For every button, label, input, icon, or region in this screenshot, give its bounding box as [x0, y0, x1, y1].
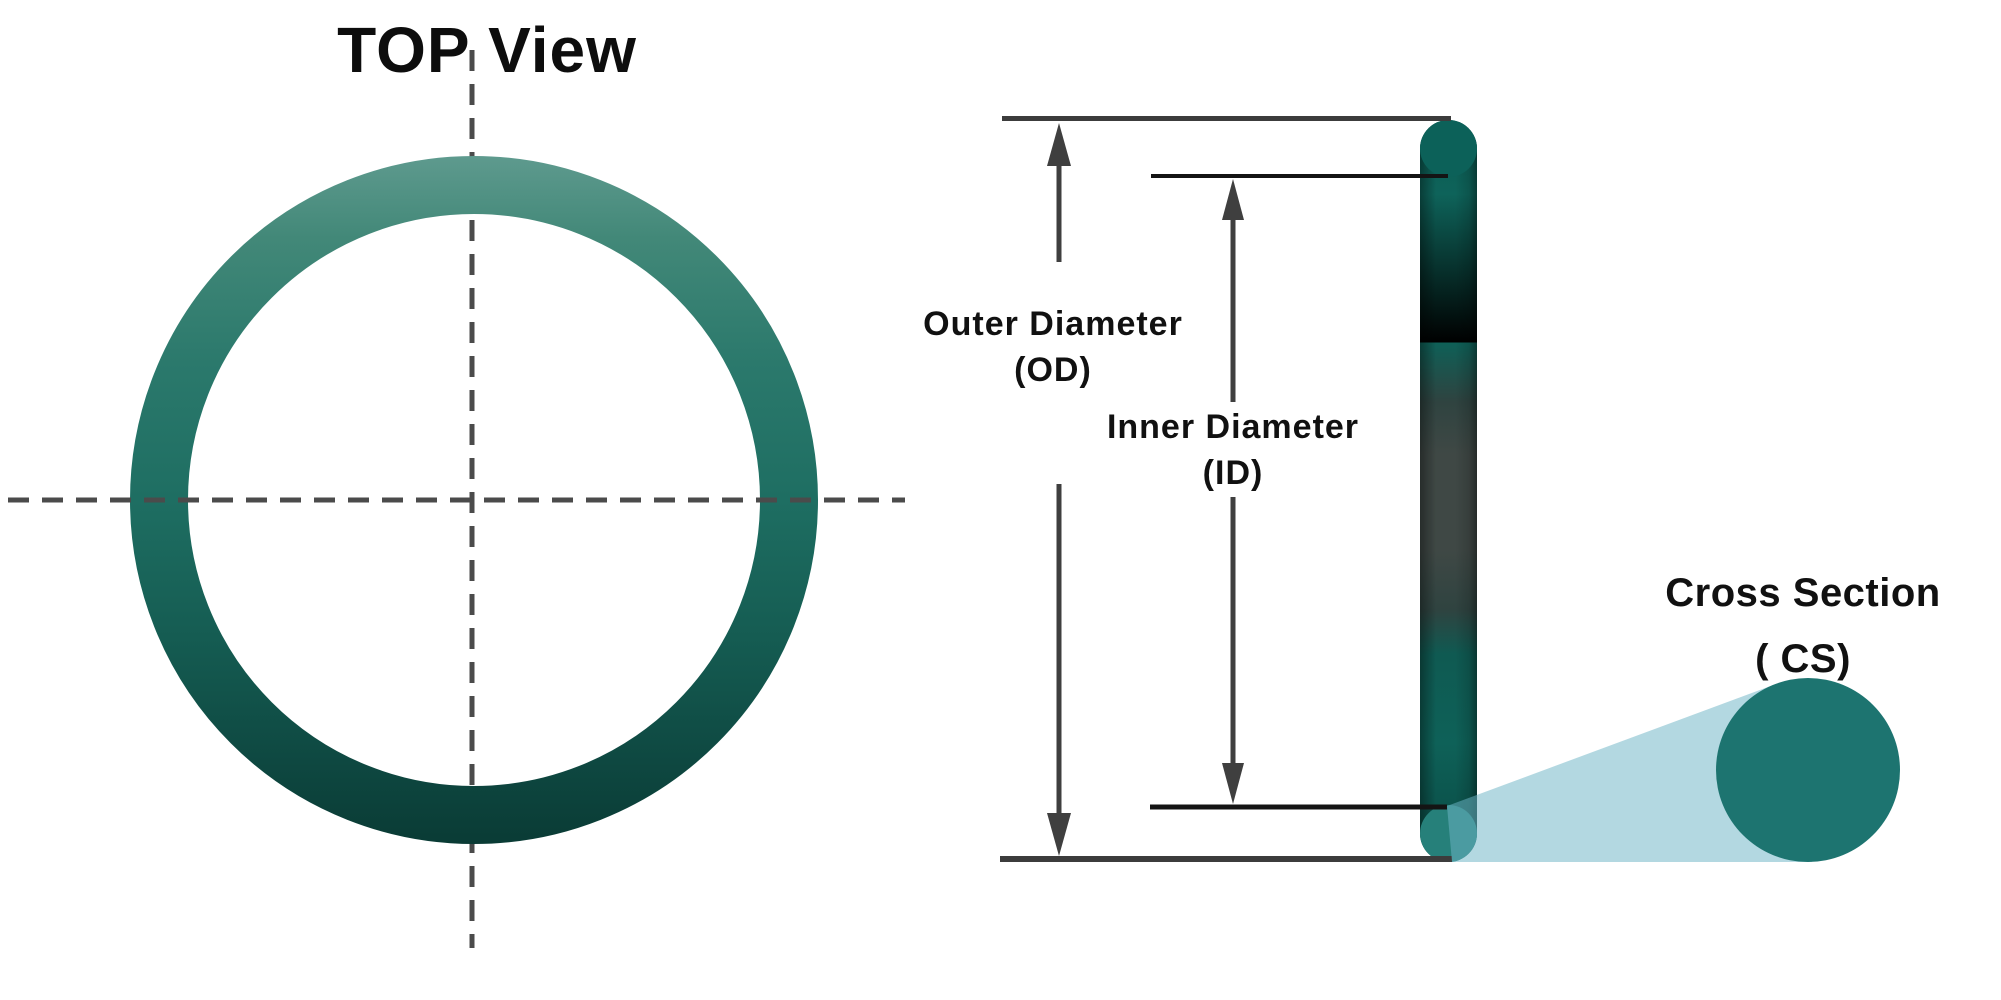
- od-arrowhead-up: [1047, 123, 1071, 166]
- top-view-title: TOP View: [337, 14, 637, 86]
- cs-label-line2: ( CS): [1755, 637, 1851, 681]
- id-label: Inner Diameter (ID): [1107, 404, 1359, 496]
- side-bar-top-cap: [1420, 120, 1477, 177]
- od-label-line2: (OD): [1014, 351, 1092, 389]
- oring-side-bar: [1420, 120, 1477, 862]
- od-label: Outer Diameter (OD): [923, 301, 1183, 393]
- id-label-line2: (ID): [1202, 454, 1264, 492]
- od-arrowhead-down: [1047, 813, 1071, 856]
- id-arrowhead-up: [1222, 179, 1244, 220]
- cs-label: Cross Section ( CS): [1665, 560, 1940, 692]
- id-label-line1: Inner Diameter: [1106, 408, 1360, 446]
- id-arrowhead-down: [1222, 763, 1244, 804]
- od-dimension-arrow: [1047, 123, 1071, 856]
- od-label-line1: Outer Diameter: [923, 305, 1183, 343]
- cross-section-circle: [1716, 678, 1900, 862]
- id-dimension-arrow: [1222, 179, 1244, 804]
- cs-label-line1: Cross Section: [1665, 571, 1941, 615]
- side-bar-edge-shading: [1420, 120, 1477, 862]
